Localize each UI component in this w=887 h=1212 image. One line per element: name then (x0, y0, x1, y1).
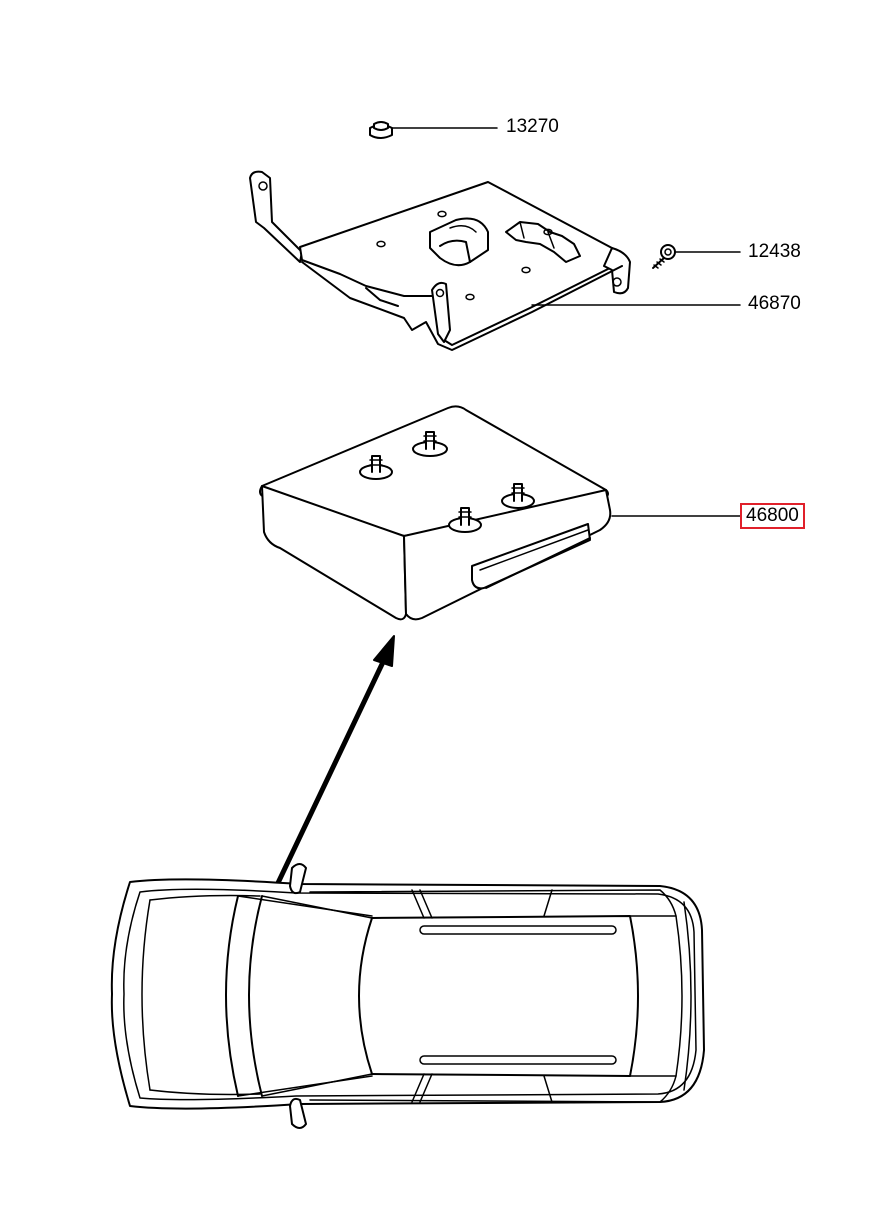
stud-icon (412, 431, 448, 457)
part-number-46870: 46870 (748, 293, 801, 314)
stud-icon (359, 455, 393, 480)
vehicle-top-view-icon (110, 863, 705, 1129)
control-unit-46800-icon (259, 405, 612, 621)
screw-12438-icon (652, 244, 676, 269)
part-number-12438: 12438 (748, 241, 801, 262)
part-number-46800[interactable]: 46800 (740, 503, 805, 529)
stud-icon (501, 483, 535, 509)
stud-icon (448, 507, 482, 533)
bracket-46870-icon (249, 170, 631, 351)
part-number-13270: 13270 (506, 116, 559, 137)
nut-13270-icon (369, 121, 393, 139)
